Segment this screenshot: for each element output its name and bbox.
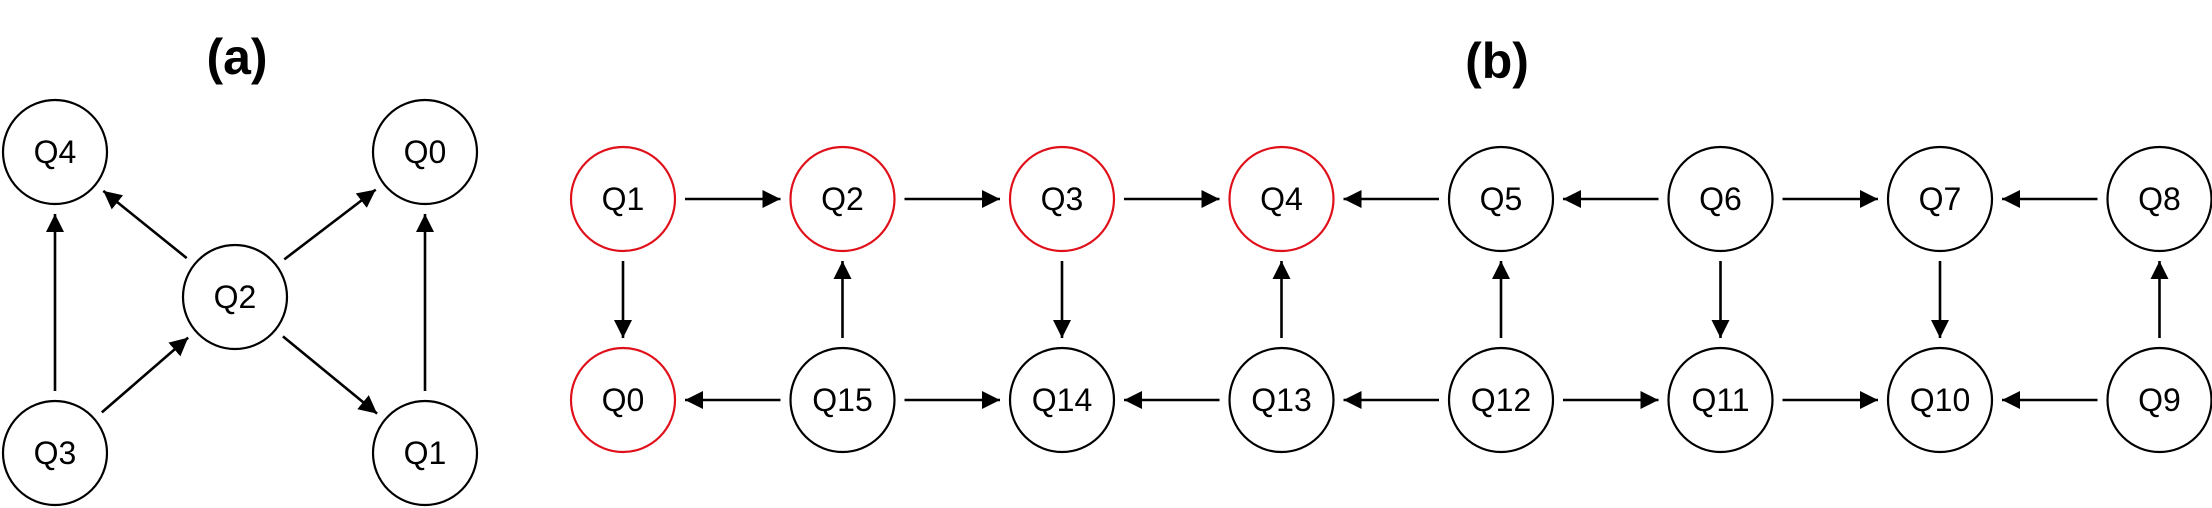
node-circle xyxy=(1447,145,1555,253)
node-q1: Q1 xyxy=(569,145,677,253)
node-label: Q2 xyxy=(821,181,864,217)
edge-q2-to-q4 xyxy=(102,189,188,260)
node-label: Q6 xyxy=(1699,181,1742,217)
node-q6: Q6 xyxy=(1667,145,1774,253)
node-circle xyxy=(569,145,677,253)
node-q3: Q3 xyxy=(1,399,109,507)
node-label: Q1 xyxy=(404,435,447,471)
node-label: Q5 xyxy=(1480,181,1523,217)
node-q5: Q5 xyxy=(1447,145,1555,253)
node-q8: Q8 xyxy=(2106,145,2212,253)
node-circle xyxy=(371,399,479,507)
node-circle xyxy=(1886,145,1994,253)
node-label: Q15 xyxy=(812,382,872,418)
node-circle xyxy=(181,243,289,351)
node-q2: Q2 xyxy=(789,145,896,253)
node-q4: Q4 xyxy=(1,98,109,206)
node-circle xyxy=(1447,346,1555,454)
edge-q2-to-q1 xyxy=(282,335,378,415)
node-label: Q3 xyxy=(1041,181,1084,217)
node-label: Q4 xyxy=(1260,181,1303,217)
node-circle xyxy=(569,346,677,454)
node-q13: Q13 xyxy=(1228,346,1335,454)
node-label: Q2 xyxy=(214,279,257,315)
node-q11: Q11 xyxy=(1667,346,1774,454)
node-circle xyxy=(1228,145,1335,253)
panel-b-label: (b) xyxy=(1465,33,1529,89)
node-q4: Q4 xyxy=(1228,145,1335,253)
graph-a-edges xyxy=(45,188,435,415)
node-label: Q3 xyxy=(34,435,77,471)
node-circle xyxy=(1667,145,1774,253)
node-q0: Q0 xyxy=(569,346,677,454)
node-label: Q12 xyxy=(1471,382,1531,418)
node-label: Q8 xyxy=(2138,181,2181,217)
node-label: Q0 xyxy=(404,134,447,170)
node-circle xyxy=(789,145,896,253)
node-circle xyxy=(1,399,109,507)
panel-a-label: (a) xyxy=(206,29,267,85)
node-q2: Q2 xyxy=(181,243,289,351)
edge-q2-to-q0 xyxy=(283,188,377,261)
node-circle xyxy=(1,98,109,206)
node-circle xyxy=(1886,346,1994,454)
node-q7: Q7 xyxy=(1886,145,1994,253)
node-circle xyxy=(1008,346,1116,454)
node-label: Q10 xyxy=(1910,382,1970,418)
node-q15: Q15 xyxy=(789,346,896,454)
graph-b-edges xyxy=(613,189,2169,410)
node-q1: Q1 xyxy=(371,399,479,507)
node-q10: Q10 xyxy=(1886,346,1994,454)
node-circle xyxy=(1667,346,1774,454)
node-q12: Q12 xyxy=(1447,346,1555,454)
node-label: Q11 xyxy=(1691,382,1749,418)
node-circle xyxy=(1008,145,1116,253)
edge-q3-to-q2 xyxy=(101,336,189,414)
node-label: Q13 xyxy=(1251,382,1311,418)
node-q0: Q0 xyxy=(371,98,479,206)
node-q3: Q3 xyxy=(1008,145,1116,253)
node-label: Q9 xyxy=(2138,382,2181,418)
node-circle xyxy=(371,98,479,206)
node-circle xyxy=(1228,346,1335,454)
node-label: Q7 xyxy=(1919,181,1962,217)
node-label: Q1 xyxy=(602,181,645,217)
node-circle xyxy=(789,346,896,454)
node-q9: Q9 xyxy=(2106,346,2212,454)
node-label: Q4 xyxy=(34,134,77,170)
node-label: Q14 xyxy=(1032,382,1092,418)
node-q14: Q14 xyxy=(1008,346,1116,454)
node-label: Q0 xyxy=(602,382,645,418)
